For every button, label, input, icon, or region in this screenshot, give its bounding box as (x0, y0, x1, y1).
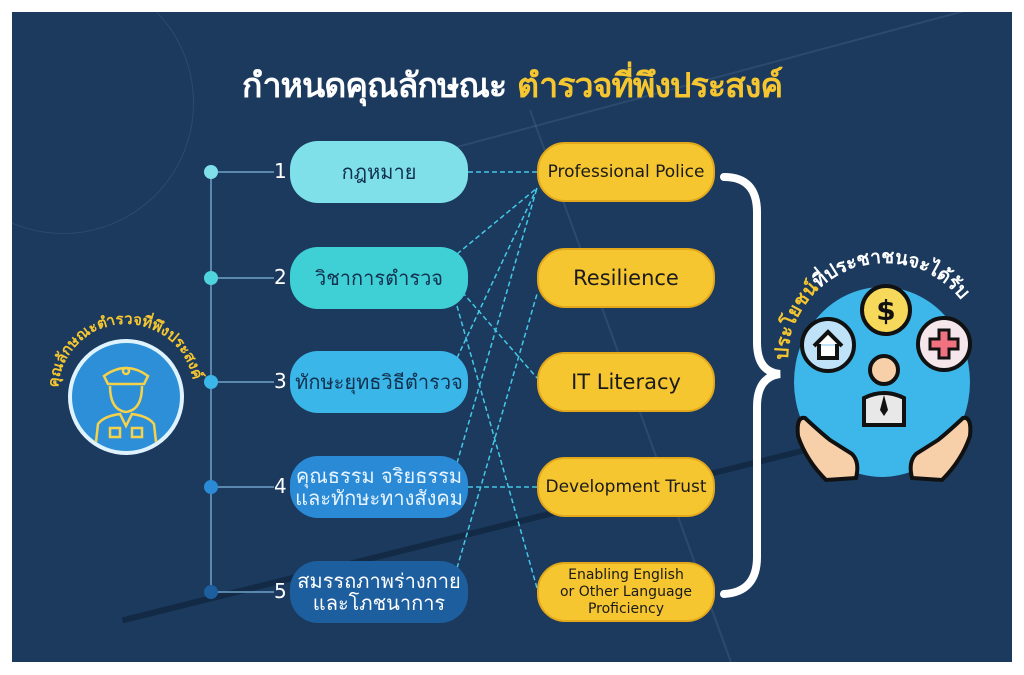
house-icon (800, 317, 856, 373)
link-arrow (456, 293, 538, 569)
title-yellow-part: ตำรวจที่พึงประสงค์ (517, 66, 783, 106)
left-badge: คุณลักษณะตำรวจที่พึงประสงค์ (44, 310, 207, 455)
outcome-label: Professional Police (547, 162, 705, 182)
hands-icon (795, 415, 973, 483)
benefit-illustration: $ ประโยชน์ที่ประชาชนจะได้รับ (771, 246, 974, 483)
outcome-pill: Professional Police (537, 142, 715, 202)
link-arrow (456, 187, 538, 359)
link-arrow (456, 187, 538, 255)
link-arrow (456, 305, 538, 589)
outcome-label: IT Literacy (571, 370, 681, 394)
competency-number: 5 (274, 579, 287, 603)
timeline-dot (204, 165, 218, 179)
timeline-dot (204, 375, 218, 389)
page-title: กำหนดคุณลักษณะ ตำรวจที่พึงประสงค์ (12, 58, 1012, 112)
outcome-label-line: or Other Language (559, 583, 693, 600)
outcome-pill: Resilience (537, 248, 715, 308)
dollar-coin-icon: $ (860, 284, 912, 336)
outcome-pill: Development Trust (537, 457, 715, 517)
svg-text:$: $ (876, 294, 895, 327)
outcome-label: Development Trust (545, 477, 707, 497)
link-arrow (456, 187, 538, 464)
competency-label: สมรรถภาพร่างกาย (297, 569, 461, 593)
badge-circle (68, 339, 184, 455)
brace (720, 173, 781, 598)
competency-number: 4 (274, 474, 287, 498)
person-icon (862, 354, 906, 427)
competency-label: ทักษะยุทธวิธีตำรวจ (295, 370, 463, 394)
police-officer-icon (94, 366, 158, 443)
title-white-part: กำหนดคุณลักษณะ (241, 66, 507, 106)
outcome-label: Resilience (573, 266, 679, 290)
competency-pill: กฎหมาย (290, 141, 468, 203)
competency-number: 2 (274, 265, 287, 289)
competency-label: คุณธรรม จริยธรรม (295, 464, 463, 488)
timeline-dot (204, 271, 218, 285)
competency-label: วิชาการตำรวจ (314, 266, 444, 290)
timeline-dot (204, 585, 218, 599)
competency-label: กฎหมาย (341, 160, 417, 184)
competency-pill: สมรรถภาพร่างกาย และโภชนาการ (290, 561, 468, 623)
competency-number: 3 (274, 369, 287, 393)
competency-pill: คุณธรรม จริยธรรม และทักษะทางสังคม (290, 456, 468, 518)
timeline-dot (204, 480, 218, 494)
medical-cross-icon (916, 316, 972, 372)
competency-label-line2: และทักษะทางสังคม (295, 486, 463, 510)
infographic-panel: กำหนดคุณลักษณะ ตำรวจที่พึงประสงค์ 1 กฎหม… (12, 12, 1012, 662)
outcome-pill: IT Literacy (537, 352, 715, 412)
competency-label-line2: และโภชนาการ (312, 591, 446, 615)
connector-lines (210, 171, 781, 599)
competency-pill: ทักษะยุทธวิธีตำรวจ (290, 351, 468, 413)
competency-pill: วิชาการตำรวจ (290, 247, 468, 309)
outcome-label-line: Enabling English (568, 566, 684, 583)
outcome-label-line: Proficiency (587, 600, 665, 617)
link-arrow (456, 285, 538, 379)
competency-number: 1 (274, 159, 287, 183)
